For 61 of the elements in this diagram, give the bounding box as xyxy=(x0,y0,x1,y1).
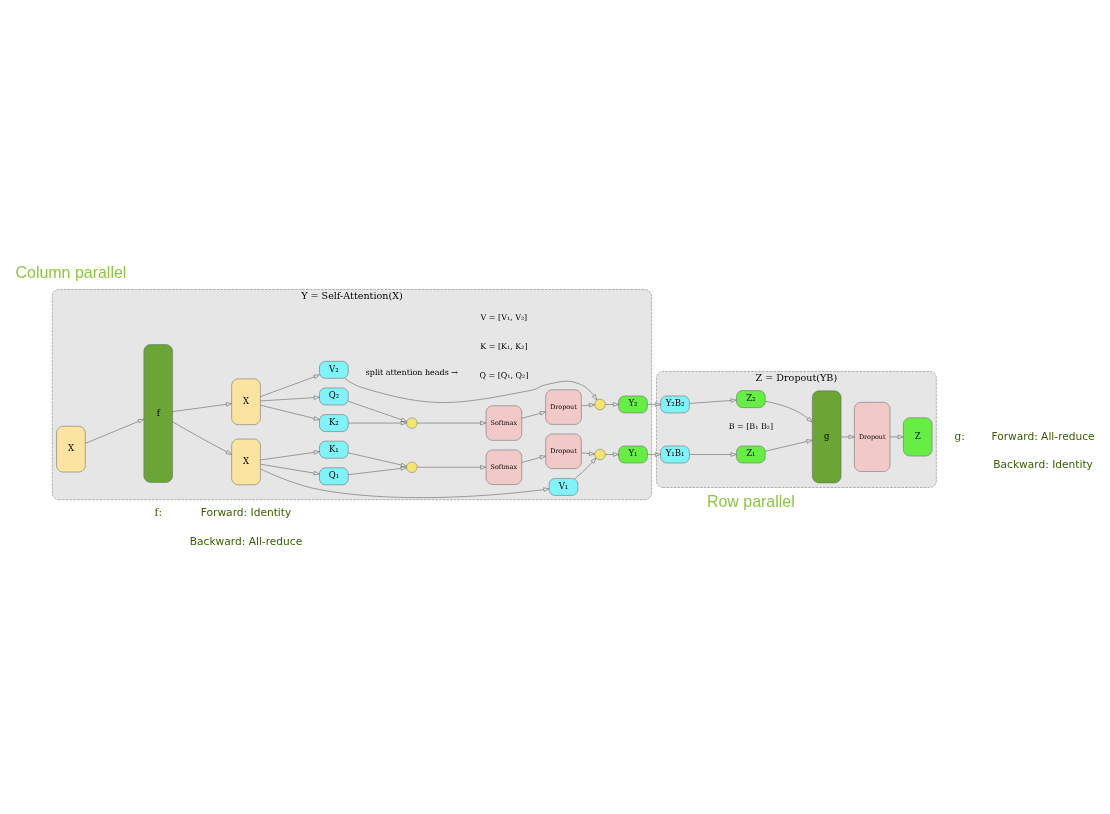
arrow xyxy=(348,420,407,425)
node-box: K₂ xyxy=(319,413,349,432)
label: Backward: All-reduce xyxy=(189,534,303,548)
arrow xyxy=(260,404,320,420)
arrow xyxy=(260,463,320,475)
arrow xyxy=(581,450,595,456)
arrow xyxy=(521,454,546,463)
arrow xyxy=(689,397,737,404)
label: Forward: Identity xyxy=(200,505,292,519)
label: Row parallel xyxy=(706,492,795,510)
arrow xyxy=(260,468,550,498)
arrow xyxy=(348,400,407,422)
arrow xyxy=(417,464,487,469)
arrow xyxy=(348,452,407,467)
arrow xyxy=(172,421,232,455)
arrow xyxy=(647,451,661,457)
node-box: Q₁ xyxy=(319,467,349,485)
node-box: g xyxy=(812,390,842,483)
node-box: Q₂ xyxy=(319,387,349,405)
label: Backward: Identity xyxy=(993,457,1093,471)
node-box: Y₁ xyxy=(618,445,648,463)
node-box: Z₂ xyxy=(736,389,766,408)
arrow xyxy=(581,402,595,407)
node-box: V₁ xyxy=(548,477,579,496)
node-box: V₂ xyxy=(319,360,349,379)
arrow xyxy=(574,457,597,479)
node-box: Z xyxy=(903,417,933,456)
node-box: X xyxy=(231,378,261,425)
arrow xyxy=(260,449,320,460)
node-box: K₁ xyxy=(319,440,349,458)
node-circle xyxy=(406,461,418,473)
arrow xyxy=(647,401,661,407)
node-box: f xyxy=(143,343,173,483)
node-circle xyxy=(594,448,606,460)
arrow xyxy=(348,465,407,475)
label: Column parallel xyxy=(15,263,127,281)
arrow xyxy=(841,434,855,439)
node-circle xyxy=(594,398,606,410)
arrow xyxy=(521,410,546,419)
label: f: xyxy=(154,505,162,519)
arrow xyxy=(605,401,619,407)
arrow xyxy=(605,451,619,457)
node-box: X xyxy=(56,425,86,472)
arrow xyxy=(765,400,813,422)
node-circle xyxy=(406,417,418,429)
arrow xyxy=(417,420,487,425)
arrow xyxy=(889,434,904,439)
arrow xyxy=(344,377,598,403)
node-box: Y₂B₂ xyxy=(660,395,690,413)
node-box: Y₂ xyxy=(618,395,648,413)
arrow xyxy=(765,438,813,451)
label: g: xyxy=(954,429,965,443)
arrow xyxy=(85,418,144,444)
node-box: Y₁B₁ xyxy=(660,445,690,463)
arrow xyxy=(689,451,737,457)
node-box: X xyxy=(231,438,261,485)
arrow xyxy=(260,374,320,397)
arrow xyxy=(260,395,320,401)
label: Forward: All-reduce xyxy=(991,429,1095,443)
node-box: Z₁ xyxy=(736,445,766,463)
arrow xyxy=(172,401,232,412)
